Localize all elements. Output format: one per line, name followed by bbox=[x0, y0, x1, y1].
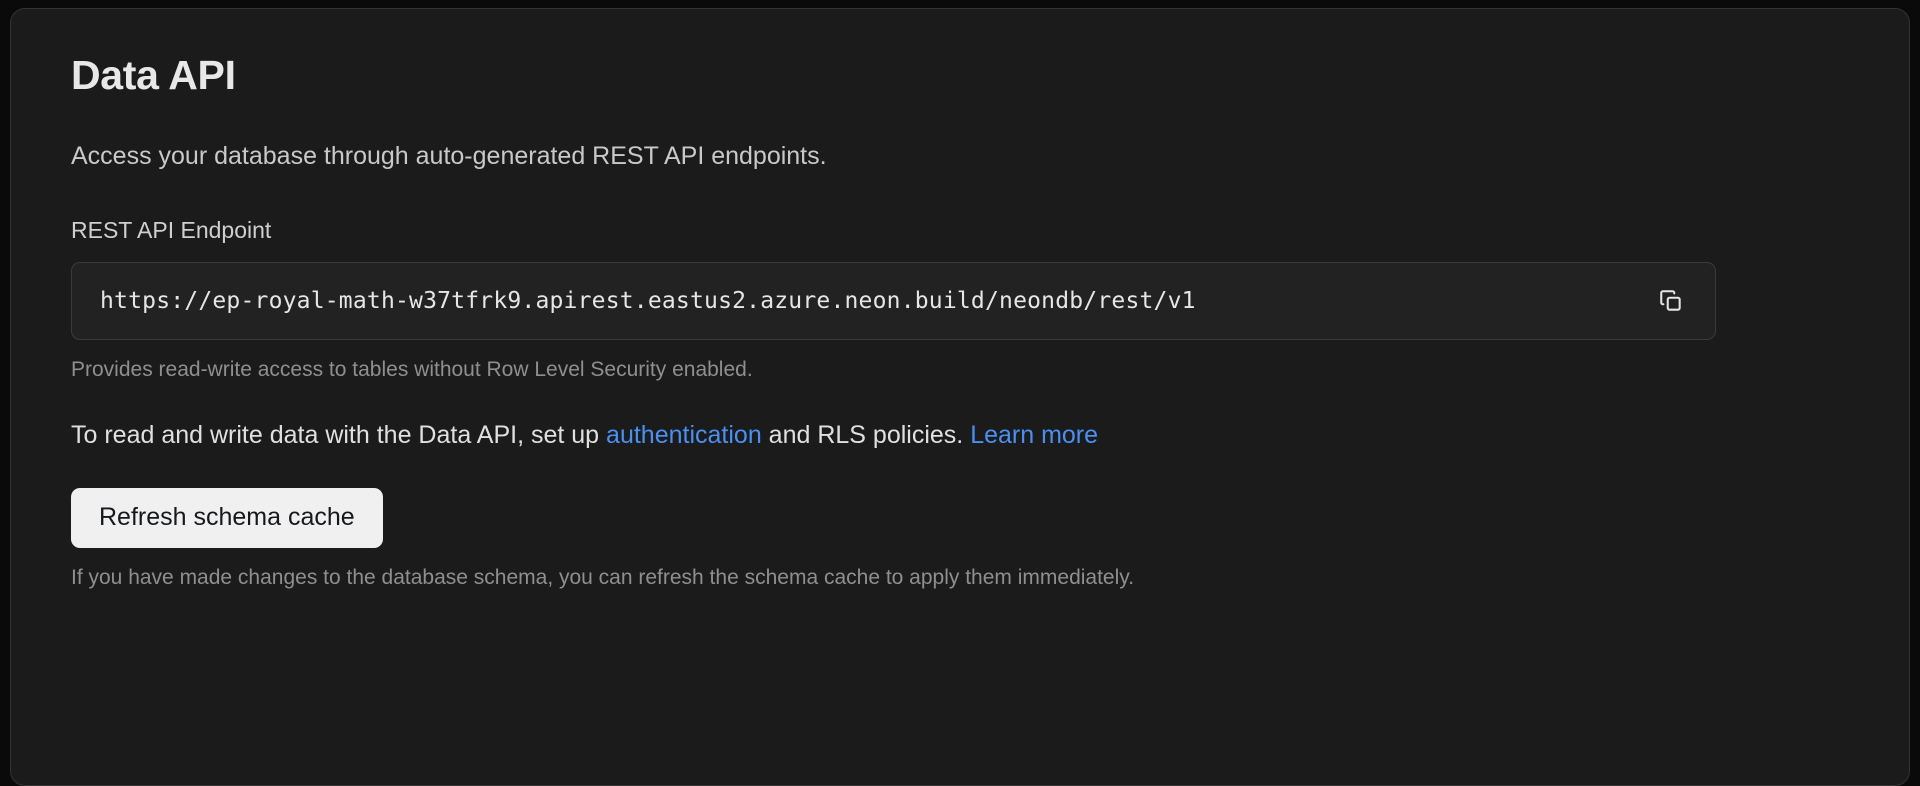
rest-api-endpoint-label: REST API Endpoint bbox=[71, 217, 272, 243]
copy-icon bbox=[1658, 288, 1684, 314]
rls-instruction-text: To read and write data with the Data API… bbox=[71, 420, 1909, 450]
learn-more-link[interactable]: Learn more bbox=[970, 421, 1099, 449]
refresh-schema-cache-button[interactable]: Refresh schema cache bbox=[71, 488, 383, 548]
data-api-card: Data API Access your database through au… bbox=[10, 8, 1910, 786]
page-title: Data API bbox=[71, 52, 236, 98]
rls-text-middle: and RLS policies. bbox=[761, 421, 971, 449]
endpoint-url-value[interactable]: https://ep-royal-math-w37tfrk9.apirest.e… bbox=[100, 288, 1196, 314]
card-subtitle: Access your database through auto-genera… bbox=[71, 142, 827, 170]
rls-text-before: To read and write data with the Data API… bbox=[71, 421, 607, 449]
copy-icon-button[interactable] bbox=[1649, 279, 1693, 323]
endpoint-helper-text: Provides read-write access to tables wit… bbox=[71, 358, 753, 381]
endpoint-input-row[interactable]: https://ep-royal-math-w37tfrk9.apirest.e… bbox=[71, 262, 1716, 340]
authentication-link[interactable]: authentication bbox=[606, 421, 762, 449]
refresh-footnote-text: If you have made changes to the database… bbox=[71, 565, 1135, 589]
